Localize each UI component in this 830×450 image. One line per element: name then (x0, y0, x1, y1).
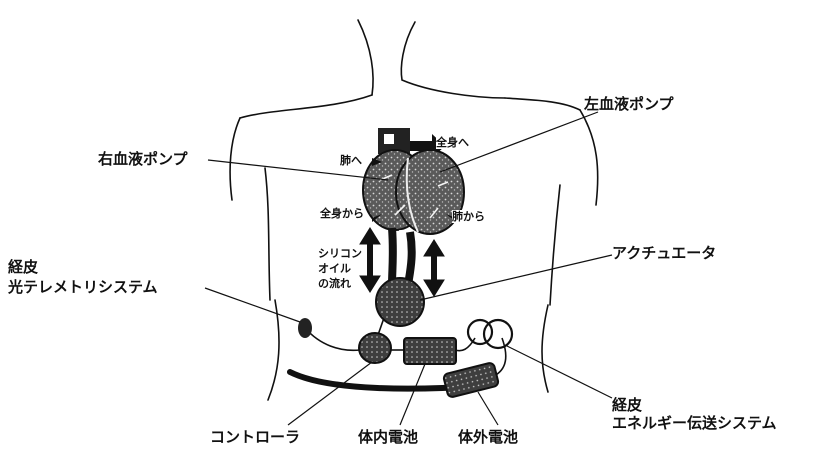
label-left-blood-pump: 左血液ポンプ (584, 95, 674, 113)
label-external-battery: 体外電池 (458, 428, 518, 446)
leader-internal-battery (400, 364, 425, 425)
leader-telemetry (205, 288, 300, 322)
label-telemetry-line1: 経皮 (8, 258, 38, 276)
leader-external-battery (478, 392, 498, 425)
neck-right (401, 22, 505, 98)
controller-shape (359, 333, 391, 363)
leader-controller (288, 362, 372, 425)
arm-right-outer (580, 110, 598, 205)
neck-left (358, 20, 373, 95)
internal-battery-shape (404, 338, 456, 364)
leader-actuator (420, 255, 612, 300)
arm-right-inner (550, 185, 560, 305)
label-telemetry-line2: 光テレメトリシステム (8, 278, 158, 296)
flow-label-to-body: 全身へ (436, 136, 469, 149)
flow-label-silicone-oil-2: オイル (318, 262, 351, 275)
label-actuator: アクチュエータ (612, 244, 716, 262)
flow-label-silicone-oil-3: の流れ (318, 277, 351, 290)
silicone-oil-tubes (392, 228, 412, 285)
telemetry-device-shape (298, 318, 312, 338)
telemetry-cable (305, 328, 360, 350)
actuator-shape (376, 278, 424, 326)
waist-right (542, 305, 548, 392)
shoulder-left (240, 95, 372, 118)
flow-label-silicone-oil-1: シリコン (318, 247, 362, 260)
external-battery-shape (443, 362, 499, 398)
label-energy-line1: 経皮 (612, 396, 642, 414)
flow-label-from-body: 全身から (320, 207, 364, 220)
label-right-blood-pump: 右血液ポンプ (98, 150, 188, 168)
flow-label-from-lungs: 肺から (452, 210, 485, 223)
shoulder-right (505, 98, 580, 110)
label-controller: コントローラ (210, 428, 300, 446)
flow-label-to-lungs: 肺へ (340, 154, 362, 167)
waist-left (268, 300, 279, 400)
leader-energy (505, 345, 612, 398)
arm-left-inner (265, 168, 270, 300)
energy-coils (468, 320, 512, 348)
arm-left-outer (230, 118, 240, 200)
label-internal-battery: 体内電池 (358, 428, 418, 446)
label-energy-line2: エネルギー伝送システム (612, 414, 777, 432)
